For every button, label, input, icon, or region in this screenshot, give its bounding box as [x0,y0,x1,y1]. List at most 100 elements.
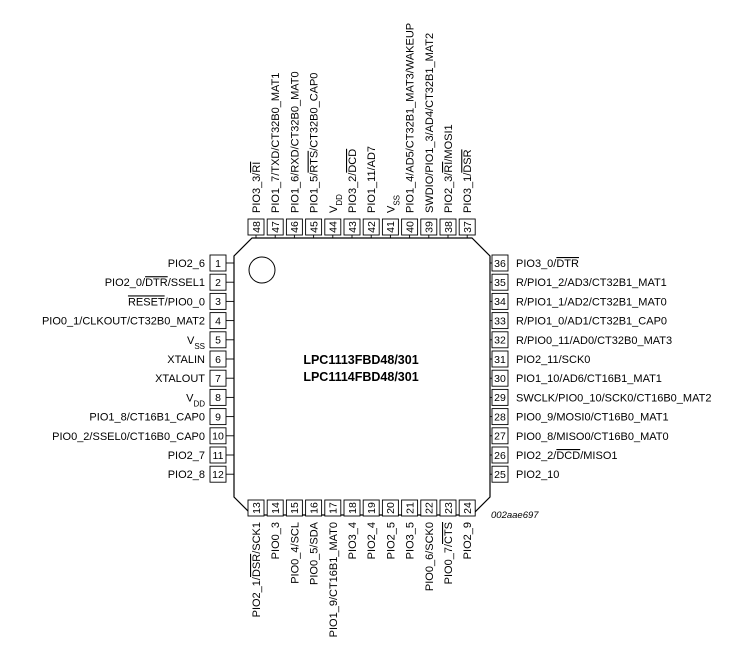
pin-number: 40 [404,221,416,233]
pin-label: PIO3_4 [347,522,359,559]
pin-number: 18 [347,502,359,514]
pin-box [305,499,323,517]
pin-27: 27 PIO0_8/MISO0/CT16B0_MAT0 [490,427,669,445]
pin-number: 35 [494,277,506,289]
pin-label: PIO0_9/MOSI0/CT16B0_MAT1 [516,412,669,424]
pin-number: 4 [215,315,221,327]
pin-label: PIO1_9/CT16B1_MAT0 [328,522,340,637]
pin-number: 42 [366,221,378,233]
pin-label: VDD [328,194,344,213]
pin-label: PIO0_4/SCL [289,522,301,584]
pin-number: 23 [443,502,455,514]
pin-label: R/PIO0_11/AD0/CT32B0_MAT3 [516,335,672,347]
pin-number: 12 [212,469,224,481]
pin-number: 47 [270,221,282,233]
pin-number: 14 [270,502,282,514]
pin-label: PIO1_10/AD6/CT16B1_MAT1 [516,373,662,385]
pin-number: 36 [494,258,506,270]
pin-number: 28 [494,411,506,423]
pin-label: VSS [187,335,205,351]
pin-label: XTALOUT [155,373,205,385]
pin-1: 1 PIO2_6 [168,254,234,272]
pin-label: R/PIO1_2/AD3/CT32B1_MAT1 [516,277,667,289]
pin-number: 32 [494,335,506,347]
pin-number: 1 [215,258,221,270]
pin-box [266,499,284,517]
pin-label: PIO2_6 [168,258,205,270]
pin-number: 27 [494,431,506,443]
pin-label: PIO2_11/SCK0 [516,354,590,366]
pin-label: PIO2_5 [385,522,397,559]
pin-47: 47 PIO1_7/TXD/CT32B0_MAT1 [266,73,284,238]
pin-label: PIO0_8/MISO0/CT16B0_MAT0 [516,431,669,443]
pin-label: PIO2_0/DTR/SSEL1 [105,277,205,289]
pin-label: PIO2_1/DSR/SCK1 [251,522,263,617]
pin-label: PIO0_6/SCK0 [424,522,436,591]
part-number-1: LPC1113FBD48/301 [303,353,418,367]
pin-label: PIO2_3/RI/MOSI1 [443,124,455,213]
pin-26: 26 PIO2_2/DCD/MISO1 [490,446,618,464]
pin-number: 17 [328,502,340,514]
pin-29: 29 SWCLK/PIO0_10/SCK0/CT16B0_MAT2 [490,388,711,406]
pin-label: PIO0_1/CLKOUT/CT32B0_MAT2 [42,316,205,328]
pin-box [439,499,457,517]
pin-number: 38 [443,221,455,233]
pin-box [420,499,438,517]
pin-label: PIO0_5/SDA [309,521,321,585]
pin-28: 28 PIO0_9/MOSI0/CT16B0_MAT1 [490,408,669,426]
pin-number: 37 [462,221,474,233]
pin-label: PIO2_2/DCD/MISO1 [516,450,618,462]
pin-label: R/PIO1_1/AD2/CT32B1_MAT0 [516,296,667,308]
pin-number: 26 [494,450,506,462]
pin-label: PIO2_4 [366,522,378,559]
pin-number: 11 [213,450,224,462]
pin-box [401,499,419,517]
pin-label: PIO3_3/RI [251,162,263,213]
pin-number: 30 [494,373,506,385]
pin-label: SWCLK/PIO0_10/SCK0/CT16B0_MAT2 [516,392,711,404]
part-number-2: LPC1114FBD48/301 [303,370,418,384]
pin-38: 38 PIO2_3/RI/MOSI1 [439,124,457,238]
pin-number: 41 [385,221,397,233]
pins-layer: 1PIO2_62PIO2_0/DTR/SSEL13RESET/PIO0_04PI… [42,23,711,637]
pin-number: 24 [462,502,474,514]
pin-label: PIO2_10 [516,469,559,481]
pin-number: 13 [251,502,263,514]
pin-label: PIO1_7/TXD/CT32B0_MAT1 [270,73,282,213]
pin-label: PIO0_7/CTS [443,522,455,584]
pin-label: VDD [186,392,205,408]
pin-34: 34 R/PIO1_1/AD2/CT32B1_MAT0 [490,292,667,310]
pin-number: 34 [494,296,506,308]
pin-4: 4 PIO0_1/CLKOUT/CT32B0_MAT2 [42,312,234,330]
pin-number: 29 [494,392,506,404]
pin-label: PIO2_7 [168,450,205,462]
pin-30: 30 PIO1_10/AD6/CT16B1_MAT1 [490,369,662,387]
